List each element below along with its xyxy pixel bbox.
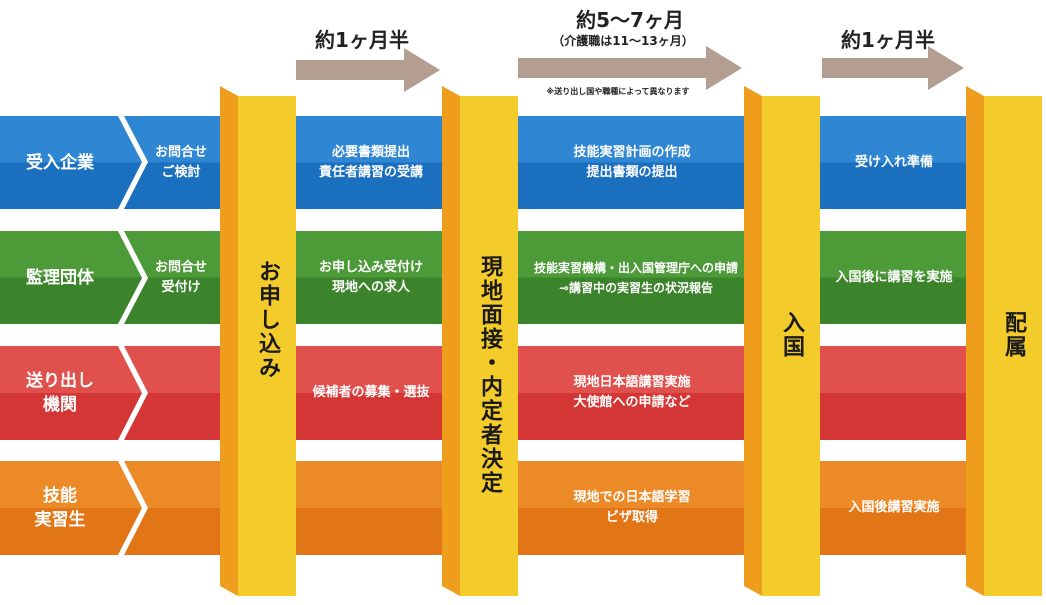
milestone-assignment: 配属 [1001, 311, 1026, 359]
duration-label-2: 約5〜7ヶ月 [576, 8, 684, 32]
cell-trainee-0 [140, 461, 222, 555]
cell-union-application: 技能実習機構・出入国管理庁への申請 ⊸講習中の実習生の状況報告 [533, 260, 738, 295]
duration-arrow-1 [296, 48, 440, 92]
milestone-entry: 入国 [779, 311, 804, 359]
cell-company-plan: 技能実習計画の作成 提出書類の提出 [573, 144, 691, 180]
duration-arrow-3 [822, 46, 964, 90]
duration-label-3: 約1ヶ月半 [841, 28, 935, 52]
row-label-agency: 送り出し 機関 [26, 371, 94, 415]
cell-trainee-study: 現地での日本語学習 ビザ取得 [573, 490, 691, 525]
cell-trainee-training: 入国後講習実施 [848, 500, 940, 515]
duration-note: ※送り出し国や職種によって異なります [546, 87, 690, 96]
duration-sublabel-2: （介護職は11〜13ヶ月） [552, 34, 694, 48]
cell-trainee-1 [296, 461, 446, 555]
cell-agency-language: 現地日本語講習実施 大使館への申請など [573, 375, 691, 410]
cell-union-inquiry: お問合せ 受付け [154, 259, 207, 295]
cell-union-recruit: お申し込み受付け 現地への求人 [318, 259, 423, 295]
cell-union-training: 入国後に講習を実施 [835, 269, 953, 285]
cell-agency-0 [140, 346, 222, 440]
pillar-interview [442, 86, 518, 596]
row-band-company [0, 116, 990, 209]
duration-label-1: 約1ヶ月半 [315, 28, 409, 52]
row-label-company: 受入企業 [26, 152, 94, 173]
milestone-application: お申し込み [255, 260, 280, 380]
pillar-entry [744, 86, 820, 596]
row-band-trainee [0, 461, 990, 555]
row-band-union [0, 231, 990, 324]
row-label-union: 監理団体 [26, 267, 94, 288]
milestone-interview: 現地面接・内定者決定 [477, 255, 502, 495]
pillar-application [220, 86, 296, 596]
cell-company-inquiry: お問合せ ご検討 [154, 144, 207, 180]
cell-company-documents: 必要書類提出 責任者講習の受講 [318, 144, 423, 180]
duration-arrow-2 [518, 46, 742, 90]
cell-agency-3 [820, 346, 968, 440]
cell-company-prepare: 受け入れ準備 [854, 154, 933, 170]
row-band-agency [0, 346, 990, 440]
row-label-trainee: 技能 実習生 [34, 486, 86, 530]
cell-agency-selection: 候補者の募集・選抜 [312, 385, 430, 400]
pillar-assignment [966, 86, 1042, 596]
